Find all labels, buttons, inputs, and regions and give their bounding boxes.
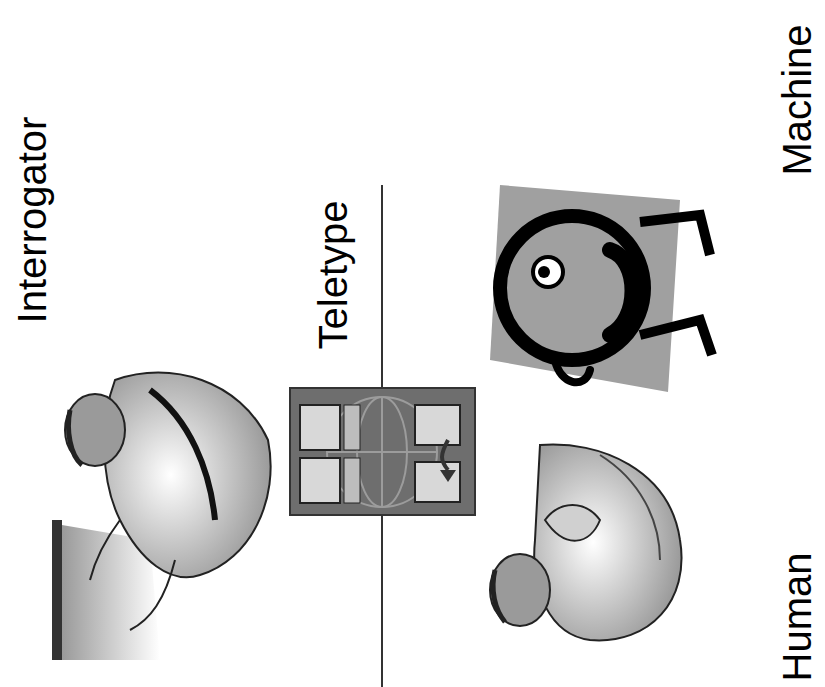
- interrogator-figure-part: [90, 520, 120, 580]
- teletype-picture-part: [440, 470, 456, 482]
- machine-figure-part: [640, 215, 710, 255]
- teletype-picture-part: [344, 458, 360, 503]
- machine-figure-part: [533, 257, 563, 287]
- interrogator-figure-part: [130, 560, 175, 630]
- interrogator-figure: [52, 373, 271, 661]
- teletype-picture-part: [290, 388, 475, 515]
- teletype-label: Teletype: [313, 201, 353, 350]
- teletype-picture: [290, 388, 475, 515]
- divider-line: [382, 185, 383, 687]
- machine-figure-part: [640, 320, 712, 355]
- teletype-picture-part: [381, 397, 383, 507]
- interrogator-label: Interrogator: [12, 117, 52, 324]
- human-figure-part: [600, 455, 660, 560]
- human-label: Human: [777, 553, 817, 682]
- interrogator-figure-part: [52, 520, 62, 660]
- interrogator-figure-part: [69, 410, 83, 465]
- teletype-picture-part: [442, 440, 448, 470]
- human-figure: [490, 444, 682, 640]
- teletype-picture-part: [300, 458, 340, 503]
- machine-figure-part: [538, 266, 550, 278]
- machine-figure-part: [555, 360, 590, 382]
- teletype-picture-part: [415, 405, 460, 445]
- divider-line-part: [381, 185, 383, 687]
- machine-figure-part: [610, 250, 633, 335]
- interrogator-figure-part: [150, 390, 215, 520]
- teletype-picture-part: [415, 462, 460, 502]
- interrogator-figure-part: [65, 394, 125, 466]
- human-figure-part: [545, 505, 600, 541]
- human-figure-part: [493, 570, 505, 622]
- human-figure-part: [490, 554, 550, 626]
- human-figure-part: [534, 444, 681, 640]
- teletype-picture-part: [344, 405, 360, 450]
- teletype-picture-part: [300, 405, 340, 450]
- interrogator-figure-part: [104, 373, 270, 578]
- machine-label: Machine: [777, 24, 817, 175]
- machine-figure: [490, 185, 712, 392]
- machine-figure-part: [500, 216, 644, 360]
